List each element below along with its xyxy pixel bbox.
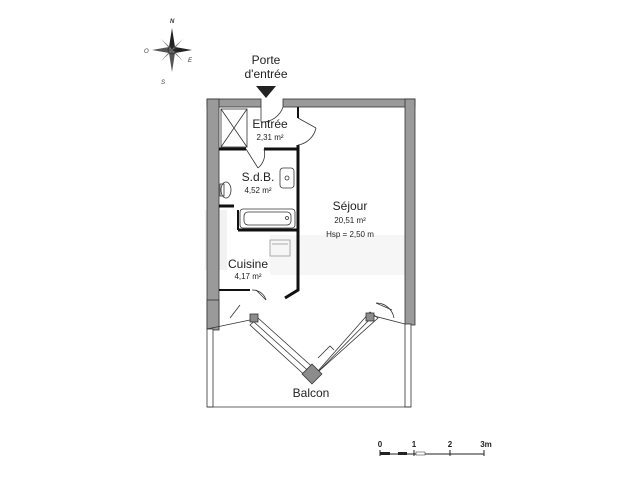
- room-cuisine-name: Cuisine: [228, 257, 268, 271]
- room-entree-area: 2,31 m²: [256, 133, 283, 142]
- scale-bar: [379, 450, 485, 456]
- scale-label-1: 1: [412, 440, 417, 449]
- compass-north-label: N: [170, 19, 175, 25]
- closet: [220, 108, 248, 148]
- balcony: [206, 315, 412, 408]
- compass-rose-icon: [152, 28, 192, 72]
- bathroom-fixtures: [219, 167, 296, 229]
- room-balcon-name: Balcon: [293, 386, 330, 400]
- scale-label-2: 2: [448, 440, 453, 449]
- entry-door-label-line1: Porte: [252, 53, 281, 67]
- scale-label-0: 0: [378, 440, 383, 449]
- room-sdb-area: 4,52 m²: [244, 186, 271, 195]
- doors: [229, 106, 395, 319]
- room-cuisine-area: 4,17 m²: [234, 272, 261, 281]
- room-sejour-height: Hsp = 2,50 m: [326, 230, 374, 239]
- entry-door-label-line2: d'entrée: [245, 67, 288, 81]
- kitchen-fixtures: [269, 239, 291, 257]
- compass-west-label: O: [144, 49, 149, 55]
- compass-east-label: E: [188, 58, 193, 64]
- entry-arrow-icon: [256, 86, 276, 98]
- room-sejour-area: 20,51 m²: [334, 216, 366, 225]
- compass-south-label: S: [161, 80, 165, 86]
- interior-walls: [219, 107, 300, 300]
- scale-label-3m: 3m: [480, 440, 492, 449]
- room-sejour-name: Séjour: [333, 199, 368, 213]
- room-entree-name: Entrée: [252, 117, 288, 131]
- room-sdb-name: S.d.B.: [242, 170, 275, 184]
- bay-window: [249, 311, 379, 385]
